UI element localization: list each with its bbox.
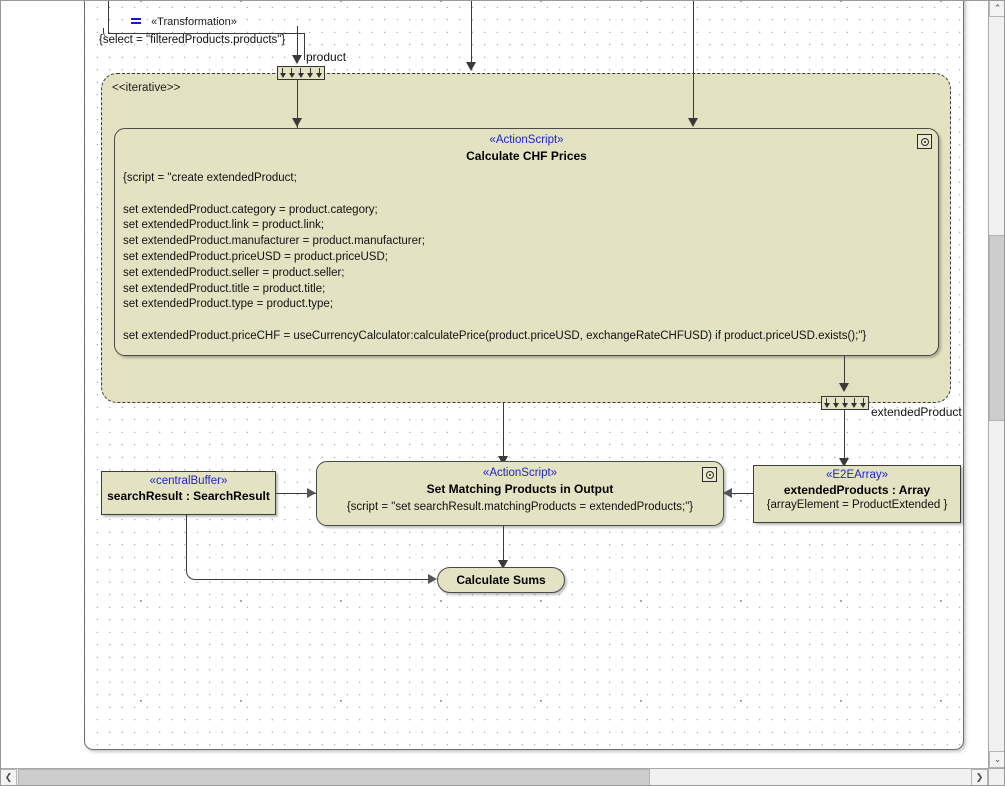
node-stereotype: «centralBuffer»: [149, 475, 228, 487]
node-search-result-buffer[interactable]: «centralBuffer» searchResult : SearchRes…: [101, 471, 276, 515]
transformation-select-constraint: {select = "filteredProducts.products"}: [99, 34, 286, 46]
scroll-up-button[interactable]: ⌃: [989, 0, 1005, 17]
edge-set-matching-to-sums: [503, 526, 504, 568]
iterative-region-label: <<iterative>>: [112, 82, 181, 94]
transformation-bracket-corner: [103, 28, 109, 38]
behavior-effect-icon[interactable]: [917, 134, 932, 149]
arrowhead-to-extendedproduct-pin: [839, 383, 849, 392]
node-extended-products-array[interactable]: «E2EArray» extendedProducts : Array {arr…: [753, 465, 961, 523]
horizontal-scrollbar-thumb[interactable]: [18, 769, 650, 786]
diagram-canvas-viewport[interactable]: «Transformation» {select = "filteredProd…: [0, 0, 988, 768]
chevron-up-icon: ⌃: [993, 3, 1002, 13]
node-title: Set Matching Products in Output: [426, 482, 614, 496]
node-stereotype: «ActionScript»: [482, 467, 558, 479]
vertical-scrollbar-thumb[interactable]: [989, 235, 1005, 421]
transformation-bracket-left: [108, 0, 109, 34]
node-stereotype: «E2EArray»: [825, 469, 888, 481]
arrowhead-pin-to-calculate-chf: [292, 118, 302, 127]
product-pin-label: product: [306, 50, 347, 64]
extendedproduct-pin-label: extendedProduct: [871, 405, 962, 419]
arrowhead-buffer-to-sums: [428, 574, 437, 584]
equals-icon: [130, 15, 142, 26]
node-title: extendedProducts : Array: [783, 483, 931, 497]
arrowhead-array-to-set-matching: [723, 488, 732, 498]
chevron-right-icon: ❯: [975, 772, 984, 782]
edge-pin-to-calculate-chf: [297, 80, 298, 128]
scrollbar-corner: [988, 768, 1005, 786]
node-calculate-sums[interactable]: Calculate Sums: [437, 567, 565, 593]
edge-to-region-top: [471, 0, 472, 63]
arrowhead-to-region: [466, 62, 476, 71]
chevron-down-icon: ⌄: [993, 754, 1002, 764]
node-constraint: {arrayElement = ProductExtended }: [766, 499, 948, 511]
edge-region-to-set-matching: [503, 403, 504, 463]
extendedproduct-output-pin-icon[interactable]: [821, 396, 869, 410]
product-input-pin-icon[interactable]: [277, 66, 325, 80]
chevron-left-icon: ❮: [4, 772, 13, 782]
edge-to-product-pin: [297, 26, 298, 60]
edge-pin-to-array: [844, 410, 845, 465]
scroll-down-button[interactable]: ⌄: [989, 751, 1005, 768]
arrowhead-to-calculate-chf: [688, 118, 698, 127]
scroll-left-button[interactable]: ❮: [0, 769, 17, 786]
transformation-stereotype-label: «Transformation»: [130, 15, 237, 28]
node-title: searchResult : SearchResult: [107, 489, 270, 503]
arrowhead-set-matching-to-sums: [498, 560, 508, 569]
horizontal-scrollbar[interactable]: ❮ ❯: [0, 768, 988, 786]
node-script-body: {script = "create extendedProduct; set e…: [123, 172, 867, 342]
edge-array-to-set-matching: [724, 493, 754, 494]
arrowhead-pin-to-array: [839, 458, 849, 467]
behavior-effect-icon[interactable]: [702, 467, 717, 482]
edge-to-calculate-chf: [693, 0, 694, 119]
node-script-body: {script = "set searchResult.matchingProd…: [346, 501, 694, 513]
node-set-matching-products[interactable]: «ActionScript» Set Matching Products in …: [316, 461, 724, 526]
arrowhead-to-product-pin: [292, 55, 302, 64]
scroll-right-button[interactable]: ❯: [971, 769, 988, 786]
node-title: Calculate Sums: [456, 573, 546, 587]
arrowhead-region-to-set-matching: [498, 456, 508, 465]
node-title: Calculate CHF Prices: [466, 149, 587, 163]
edge-to-extendedproduct-pin: [844, 356, 845, 388]
vertical-scrollbar[interactable]: ⌃ ⌄: [988, 0, 1005, 768]
transformation-note-right: [304, 33, 305, 60]
edge-buffer-to-sums-horizontal: [197, 579, 435, 580]
arrowhead-buffer-to-set-matching: [307, 488, 316, 498]
edge-buffer-to-set-matching: [276, 493, 316, 494]
node-stereotype: «ActionScript»: [489, 134, 564, 146]
transformation-note-top: [108, 33, 305, 34]
edge-buffer-to-sums-elbow: [186, 515, 198, 580]
node-calculate-chf-prices[interactable]: «ActionScript» Calculate CHF Prices {scr…: [114, 128, 939, 356]
